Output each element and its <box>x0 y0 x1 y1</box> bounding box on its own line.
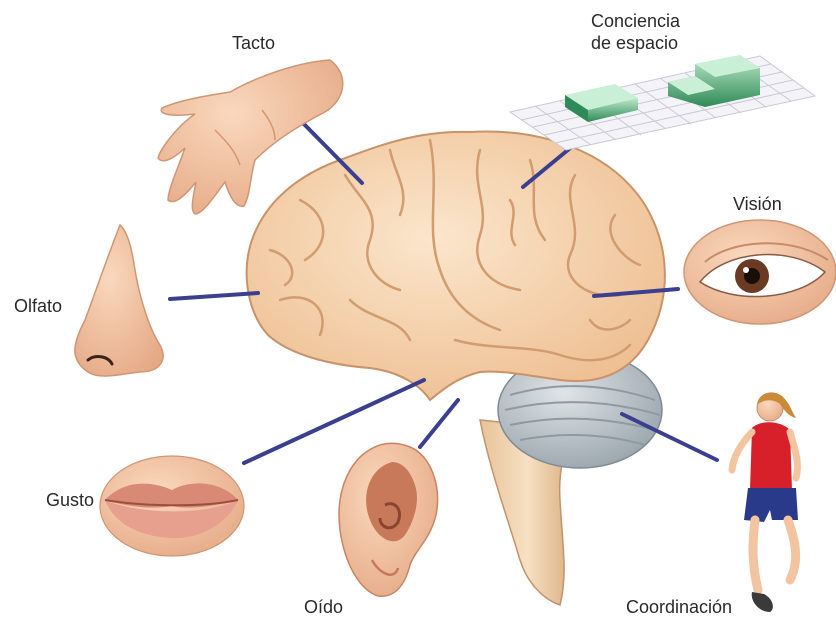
label-hearing: Oído <box>304 596 343 618</box>
nose-icon <box>75 225 163 376</box>
runner-icon <box>732 392 798 612</box>
eye-icon <box>684 220 836 324</box>
lips-icon <box>100 456 244 556</box>
label-touch: Tacto <box>232 32 275 54</box>
connector-smell <box>170 293 258 299</box>
ear-icon <box>339 443 437 596</box>
label-coordination: Coordinación <box>626 596 732 618</box>
label-spatial-line1: Conciencia <box>591 10 680 32</box>
label-taste: Gusto <box>46 489 94 511</box>
brain-illustration <box>247 132 665 400</box>
label-spatial-awareness: Conciencia de espacio <box>591 10 680 54</box>
label-smell: Olfato <box>14 295 62 317</box>
label-vision: Visión <box>733 193 782 215</box>
connector-hearing <box>420 400 458 447</box>
grid-blocks-icon <box>510 55 815 150</box>
label-spatial-line2: de espacio <box>591 32 680 54</box>
